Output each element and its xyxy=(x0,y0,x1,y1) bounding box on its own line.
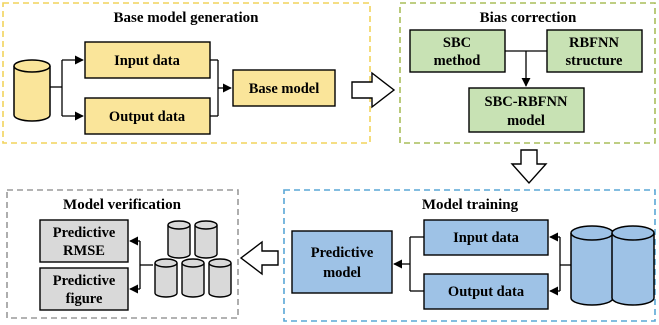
base-model-label: Base model xyxy=(249,81,319,97)
database-icon xyxy=(611,225,655,306)
training-output-data-box xyxy=(423,273,549,310)
output-data-label: Output data xyxy=(109,109,186,125)
predictive-model-label-2: model xyxy=(323,265,361,281)
predictive-figure-label-1: Predictive xyxy=(53,273,116,289)
block-arrow-right-icon xyxy=(351,71,396,109)
panel-title-base: Base model generation xyxy=(114,10,260,26)
database-icon xyxy=(208,258,232,298)
connector-db-to-inputs xyxy=(50,55,84,121)
rbfnn-structure-label-1: RBFNN xyxy=(569,35,619,51)
panel-title-bias: Bias correction xyxy=(480,10,577,26)
sbc-method-label-2: method xyxy=(434,53,481,69)
panel-bias-correction: Bias correction SBC method RBFNN structu… xyxy=(399,2,656,144)
panel-title-training: Model training xyxy=(422,197,519,213)
block-arrow-left-icon xyxy=(239,240,279,276)
sbc-rbfnn-model-box xyxy=(468,87,585,133)
block-arrow-down-icon xyxy=(510,149,548,185)
panel-base-model-generation: Base model generation Input data Output … xyxy=(2,2,371,144)
sbc-rbfnn-label-1: SBC-RBFNN xyxy=(485,94,569,110)
input-data-box xyxy=(84,41,211,79)
connector-db-to-verification xyxy=(129,236,153,294)
predictive-rmse-label-2: RMSE xyxy=(63,243,105,259)
panel-title-verification: Model verification xyxy=(63,197,182,213)
output-data-box xyxy=(84,97,211,135)
database-cluster-icon xyxy=(154,220,232,298)
predictive-figure-box xyxy=(39,267,129,311)
database-icon xyxy=(167,220,191,259)
training-input-data-label: Input data xyxy=(453,230,519,246)
database-icon xyxy=(13,59,51,122)
predictive-model-label-1: Predictive xyxy=(311,245,374,261)
connector-db-to-training-data xyxy=(549,232,571,296)
database-icon xyxy=(154,258,178,298)
database-icon xyxy=(194,220,218,259)
database-icon xyxy=(570,225,614,306)
predictive-figure-label-2: figure xyxy=(66,291,103,307)
panel-model-verification: Model verification Predictive RMSE Predi… xyxy=(6,189,239,319)
sbc-rbfnn-label-2: model xyxy=(507,113,545,129)
sbc-method-label-1: SBC xyxy=(443,35,471,51)
panel-model-training: Model training Predictive model Input da… xyxy=(283,189,656,322)
training-output-data-label: Output data xyxy=(448,284,525,300)
database-icon xyxy=(181,258,205,298)
predictive-model-box xyxy=(291,230,393,294)
input-data-label: Input data xyxy=(114,53,180,69)
connector-data-to-base-model xyxy=(210,59,232,117)
predictive-rmse-box xyxy=(39,219,129,263)
base-model-box xyxy=(232,69,336,107)
sbc-method-box xyxy=(409,29,506,73)
connector-training-data-to-model xyxy=(393,236,424,292)
predictive-rmse-label-1: Predictive xyxy=(53,225,116,241)
training-input-data-box xyxy=(423,219,549,256)
connector-to-sbc-rbfnn xyxy=(505,50,547,87)
rbfnn-structure-label-2: structure xyxy=(566,53,623,69)
